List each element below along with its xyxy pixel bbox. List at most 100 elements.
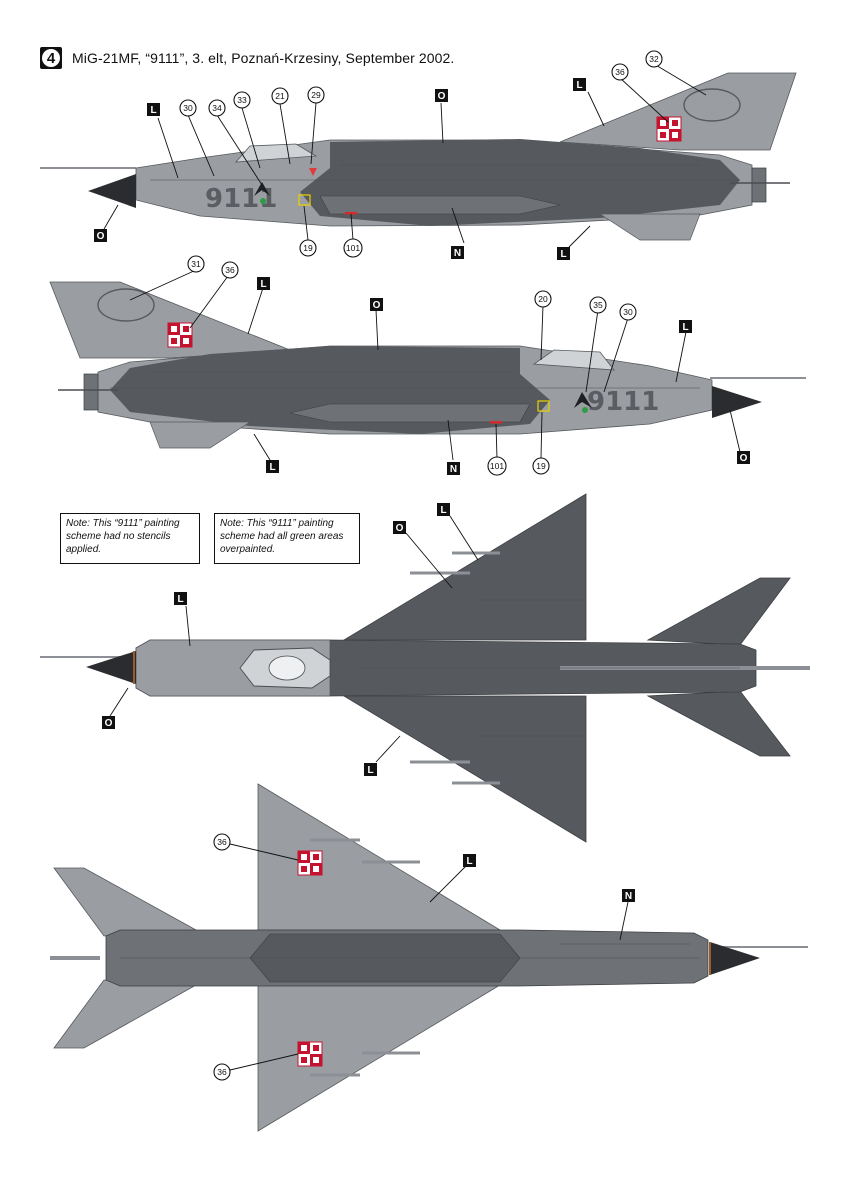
callout-101: 101 — [487, 456, 507, 476]
svg-text:L: L — [269, 462, 275, 473]
national-roundel — [167, 322, 193, 348]
vertical-fin — [49, 281, 291, 359]
svg-text:L: L — [682, 322, 688, 333]
svg-text:33: 33 — [237, 95, 247, 105]
label-O: O — [737, 451, 750, 464]
svg-text:L: L — [440, 505, 446, 516]
unit-badge — [574, 392, 592, 408]
svg-text:L: L — [367, 765, 373, 776]
label-N: N — [451, 246, 464, 259]
fin-emblem — [97, 288, 155, 322]
right-side-view: 9111 — [49, 281, 806, 449]
label-O: O — [393, 521, 406, 534]
ventral-fin — [598, 213, 701, 241]
svg-text:19: 19 — [536, 461, 546, 471]
svg-text:O: O — [438, 91, 446, 102]
label-L: L — [437, 503, 450, 516]
callout-35: 35 — [589, 296, 607, 314]
svg-text:19: 19 — [303, 243, 313, 253]
callout-32: 32 — [645, 50, 663, 68]
unit-badge-green-dot — [582, 407, 588, 413]
svg-text:36: 36 — [217, 1067, 227, 1077]
callout-21: 21 — [271, 87, 289, 105]
svg-text:N: N — [450, 464, 457, 475]
scheme-header: 4 MiG-21MF, “9111”, 3. elt, Poznań-Krzes… — [40, 45, 454, 71]
callout-29: 29 — [307, 86, 325, 104]
svg-text:29: 29 — [311, 90, 321, 100]
unit-badge — [254, 182, 270, 196]
national-roundel — [297, 850, 323, 876]
national-roundel — [297, 1041, 323, 1067]
callout-30: 30 — [619, 303, 637, 321]
callout-20: 20 — [534, 290, 552, 308]
callout-36: 36 — [611, 63, 629, 81]
svg-text:L: L — [260, 279, 266, 290]
svg-text:L: L — [576, 80, 582, 91]
stabilizer-lower — [646, 690, 791, 757]
yellow-marker — [298, 194, 311, 206]
svg-text:21: 21 — [275, 91, 285, 101]
wing-lower-right — [257, 984, 502, 1132]
svg-text:O: O — [740, 453, 748, 464]
note-green-overpainted: Note: This “9111” painting scheme had al… — [214, 513, 360, 564]
label-L: L — [573, 78, 586, 91]
svg-text:36: 36 — [615, 67, 625, 77]
left-side-view: 9111 — [40, 72, 797, 241]
svg-text:101: 101 — [490, 461, 504, 471]
label-O: O — [102, 716, 115, 729]
wing-upper-right — [342, 695, 587, 843]
top-view — [40, 493, 810, 843]
nose-cone — [88, 174, 136, 208]
svg-text:31: 31 — [191, 259, 201, 269]
svg-text:O: O — [396, 523, 404, 534]
callout-36: 36 — [213, 1063, 231, 1081]
exhaust-nozzle — [751, 167, 767, 203]
label-L: L — [257, 277, 270, 290]
stabilizer-lower — [53, 979, 198, 1049]
svg-text:O: O — [373, 300, 381, 311]
scheme-number: 4 — [42, 49, 60, 67]
svg-text:32: 32 — [649, 54, 659, 64]
svg-text:O: O — [97, 231, 105, 242]
left-side-callouts: 30 34 33 21 29 19 101 36 32 L O L O N L — [94, 50, 707, 260]
stabilizer-upper — [646, 577, 791, 646]
label-O: O — [94, 229, 107, 242]
canopy-glazing — [268, 655, 306, 681]
tail-number: 9111 — [587, 387, 659, 417]
svg-text:30: 30 — [623, 307, 633, 317]
red-marker — [309, 168, 317, 176]
svg-text:101: 101 — [346, 243, 360, 253]
label-L: L — [174, 592, 187, 605]
svg-text:N: N — [625, 891, 632, 902]
callout-34: 34 — [208, 99, 226, 117]
ventral-fin — [149, 421, 252, 449]
nose-cone — [86, 651, 136, 684]
red-stencil — [490, 421, 502, 424]
svg-text:30: 30 — [183, 103, 193, 113]
callout-30: 30 — [179, 99, 197, 117]
top-view-callouts: O L L O L — [102, 503, 479, 776]
belly-tank — [289, 403, 531, 423]
svg-text:L: L — [150, 105, 156, 116]
svg-text:20: 20 — [538, 294, 548, 304]
scheme-number-badge: 4 — [40, 47, 62, 69]
svg-text:34: 34 — [212, 103, 222, 113]
label-L: L — [147, 103, 160, 116]
callout-36: 36 — [221, 261, 239, 279]
red-stencil — [345, 212, 357, 215]
callout-19: 19 — [299, 239, 317, 257]
tail-number: 9111 — [205, 184, 277, 214]
svg-text:L: L — [466, 856, 472, 867]
label-O: O — [435, 89, 448, 102]
note-no-stencils: Note: This “9111” painting scheme had no… — [60, 513, 200, 564]
label-O: O — [370, 298, 383, 311]
label-N: N — [447, 462, 460, 475]
canopy — [532, 349, 615, 371]
scheme-title: MiG-21MF, “9111”, 3. elt, Poznań-Krzesin… — [72, 50, 455, 66]
nose-cone — [712, 386, 762, 418]
nose-cone — [710, 942, 760, 975]
label-L: L — [679, 320, 692, 333]
exhaust-nozzle — [83, 373, 99, 411]
label-L: L — [364, 763, 377, 776]
label-N: N — [622, 889, 635, 902]
